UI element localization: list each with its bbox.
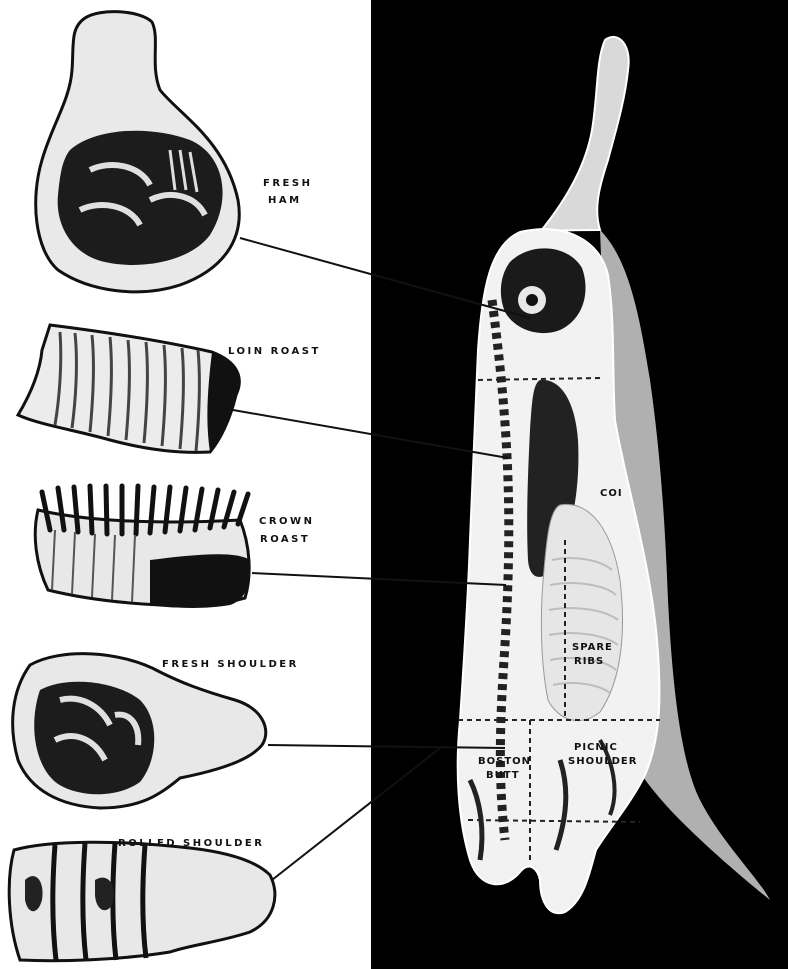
crown-roast-dark-base — [150, 554, 250, 608]
fresh-ham-cut-face — [58, 131, 223, 265]
crown-roast-label-line2: ROAST — [260, 534, 310, 545]
spare-ribs-label-line2: RIBS — [574, 656, 604, 667]
fresh-shoulder-illustration — [13, 654, 266, 808]
loin-region-label: COI — [600, 488, 623, 499]
crown-roast-illustration — [35, 486, 250, 608]
loin-roast-label: LOIN ROAST — [228, 346, 321, 357]
boston-butt-label-line1: BOSTON — [478, 756, 531, 767]
rolled-shoulder-label: ROLLED SHOULDER — [118, 838, 264, 849]
fresh-ham-label-line2: HAM — [268, 195, 302, 206]
picnic-shoulder-label-line2: SHOULDER — [568, 756, 637, 767]
fresh-ham-label-line1: FRESH — [263, 178, 312, 189]
crown-roast-label-line1: CROWN — [259, 516, 314, 527]
boston-butt-label-line2: BUTT — [486, 770, 520, 781]
ham-marrow — [526, 294, 538, 306]
rolled-shoulder-illustration — [9, 842, 275, 960]
picnic-shoulder-label-line1: PICNIC — [574, 742, 618, 753]
ham-section — [501, 248, 586, 333]
fresh-ham-illustration — [36, 12, 240, 292]
spare-ribs-label-line1: SPARE — [572, 642, 613, 653]
fresh-shoulder-label: FRESH SHOULDER — [162, 659, 299, 670]
loin-roast-illustration — [18, 325, 239, 452]
